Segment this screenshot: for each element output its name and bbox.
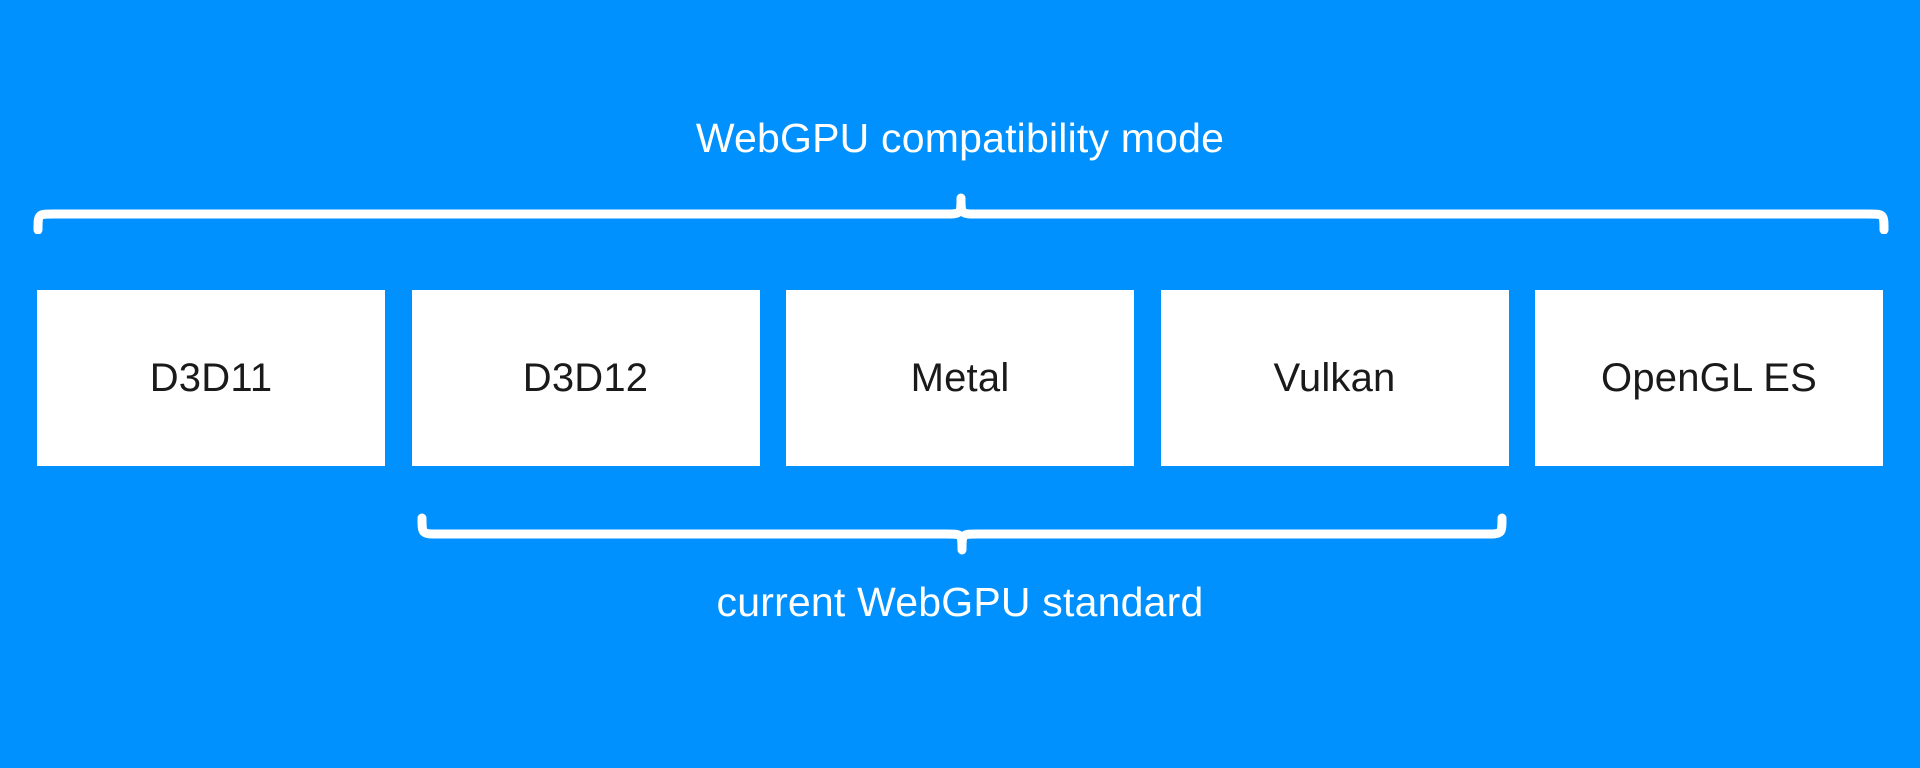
api-box-label: Vulkan [1273,356,1396,400]
bottom-bracket-label: current WebGPU standard [716,579,1204,625]
api-box-row: D3D11 D3D12 Metal Vulkan OpenGL ES [37,290,1883,466]
top-bracket-label: WebGPU compatibility mode [695,115,1225,161]
api-box-metal[interactable]: Metal [786,290,1134,466]
api-box-label: OpenGL ES [1601,356,1817,400]
api-box-label: D3D11 [149,356,273,400]
api-box-d3d11[interactable]: D3D11 [37,290,385,466]
api-box-opengl-es[interactable]: OpenGL ES [1535,290,1883,466]
top-curly-brace-icon [33,193,1889,234]
api-box-d3d12[interactable]: D3D12 [411,290,760,466]
api-box-label: Metal [910,356,1010,400]
api-box-label: D3D12 [522,356,649,400]
api-box-vulkan[interactable]: Vulkan [1160,290,1509,466]
bottom-curly-brace-icon [417,513,1507,555]
